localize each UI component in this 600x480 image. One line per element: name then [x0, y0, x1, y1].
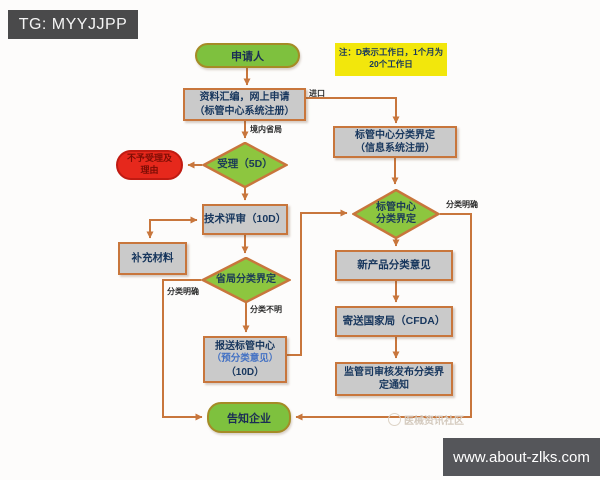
site-url-text: www.about-zlks.com: [453, 448, 590, 466]
supplement-node: 补充材料: [118, 242, 187, 275]
edge-label-unclear: 分类不明: [250, 305, 282, 314]
submit-line1: 报送标管中心: [215, 340, 275, 352]
watermark-logo-icon: [388, 412, 401, 426]
tg-tag-badge: TG: MYYJJPP: [8, 10, 138, 39]
provincial-classification-diamond: 省局分类界定: [201, 257, 291, 303]
edge-label-clear-right: 分类明确: [446, 200, 478, 209]
tech-review-node: 技术评审（10D）: [202, 204, 288, 235]
note-line2: 20个工作日: [369, 59, 413, 70]
accept-label: 受理（5D）: [217, 158, 273, 171]
supplement-label: 补充材料: [131, 252, 174, 265]
send-cfda-node: 寄送国家局（CFDA）: [335, 306, 453, 337]
diamond-shape: [202, 142, 288, 188]
center-registration-node: 标管中心分类界定 （信息系统注册）: [333, 126, 457, 158]
publish-notice-label: 监管司审核发布分类界定通知: [344, 366, 444, 392]
watermark: 医械资讯社区: [388, 411, 508, 427]
reject-line1: 不予受理及: [126, 153, 172, 164]
center-reg-line1: 标管中心分类界定: [355, 129, 435, 141]
diamond-shape: [201, 257, 291, 303]
watermark-text: 医械资讯社区: [404, 415, 464, 427]
applicant-node: 申请人: [195, 43, 300, 68]
accept-decision-diamond: 受理（5D）: [202, 142, 288, 188]
submit-line3: （10D）: [225, 366, 265, 378]
submit-line2: （预分类意见）: [211, 353, 279, 365]
reject-result-node: 不予受理及 理由: [116, 150, 183, 180]
notify-enterprise-node: 告知企业: [207, 402, 291, 433]
edge-label-clear-left: 分类明确: [167, 287, 199, 296]
notify-label: 告知企业: [227, 412, 271, 425]
submit-center-node: 报送标管中心 （预分类意见） （10D）: [203, 336, 287, 383]
applicant-label: 申请人: [231, 50, 264, 63]
tg-tag-text: TG: MYYJJPP: [18, 15, 128, 33]
duration-note: 注：D表示工作日，1个月为 20个工作日: [335, 43, 447, 76]
compile-line1: 资料汇编，网上申请: [199, 92, 290, 103]
edge-label-import: 进口: [309, 89, 325, 98]
data-compile-node: 资料汇编，网上申请 （标管中心系统注册）: [183, 88, 306, 121]
site-url-bar: www.about-zlks.com: [443, 438, 600, 476]
center-decision-line1: 标管中心: [376, 201, 416, 213]
review-label: 技术评审（10D）: [204, 213, 287, 226]
diamond-shape: [352, 189, 440, 239]
note-line1: 注：D表示工作日，1个月为: [338, 47, 444, 57]
compile-line2: （标管中心系统注册）: [194, 105, 295, 117]
center-reg-line2: （信息系统注册）: [355, 143, 435, 154]
center-classification-diamond: 标管中心 分类界定: [352, 189, 440, 239]
center-decision-line2: 分类界定: [376, 214, 416, 225]
edge-label-domestic: 境内省局: [250, 125, 282, 134]
send-cfda-label: 寄送国家局（CFDA）: [342, 315, 446, 328]
prov-decision-label: 省局分类界定: [216, 273, 276, 285]
publish-notice-node: 监管司审核发布分类界定通知: [335, 362, 453, 396]
new-product-label: 新产品分类意见: [357, 259, 431, 272]
new-product-opinion-node: 新产品分类意见: [335, 250, 453, 281]
reject-line2: 理由: [140, 165, 159, 175]
